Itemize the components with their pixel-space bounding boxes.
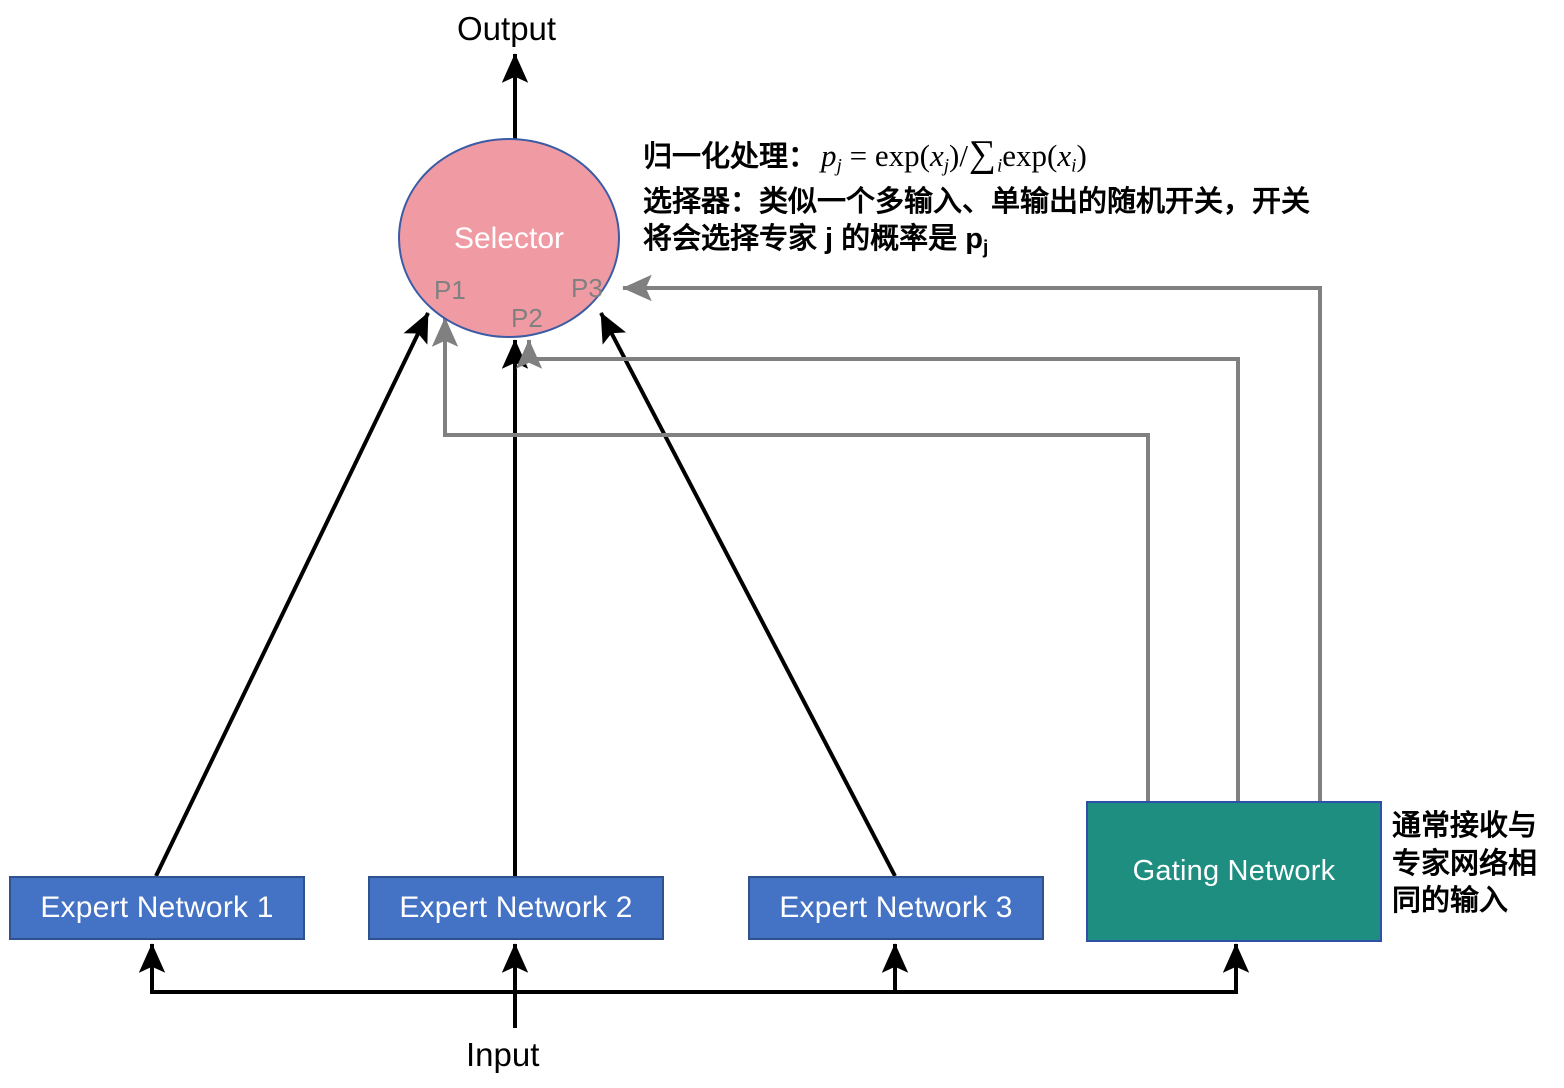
formula-exp-1: exp( <box>874 138 930 173</box>
formula-equals: = <box>849 138 868 173</box>
formula-close-1: )/ <box>949 138 968 173</box>
expert-network-1-node[interactable]: Expert Network 1 <box>9 876 305 940</box>
expert-network-2-node[interactable]: Expert Network 2 <box>368 876 664 940</box>
expert-network-2-label: Expert Network 2 <box>399 891 633 924</box>
wire-expert1-to-selector <box>154 312 430 877</box>
normalization-formula-math: pj = exp(xj)/∑iexp(xi) <box>821 132 1087 178</box>
selector-port-p3: P3 <box>571 273 603 303</box>
formula-p-sub: j <box>836 155 842 177</box>
formula-p: p <box>821 138 837 173</box>
formula-x-2: x <box>1057 138 1072 173</box>
expert-network-3-label: Expert Network 3 <box>779 891 1013 924</box>
expert-network-3-node[interactable]: Expert Network 3 <box>748 876 1044 940</box>
output-label: Output <box>457 10 557 47</box>
normalization-formula-prefix: 归一化处理： <box>643 141 818 173</box>
formula-sigma-sub: i <box>996 155 1003 177</box>
gating-network-label: Gating Network <box>1132 855 1336 887</box>
formula-x-2-sub: i <box>1071 155 1077 177</box>
expert-network-1-label: Expert Network 1 <box>40 891 274 924</box>
selector-description-subscript: j <box>982 237 989 259</box>
wire-gating-to-p1 <box>431 317 1150 801</box>
formula-close-2: ) <box>1076 138 1087 173</box>
gating-network-note: 通常接收与专家网络相同的输入 <box>1392 810 1538 918</box>
wire-gating-to-p2 <box>515 339 1240 801</box>
formula-x-1-sub: j <box>943 155 950 177</box>
wire-expert3-to-selector <box>599 312 897 877</box>
gating-network-node[interactable]: Gating Network <box>1086 801 1382 942</box>
selector-port-p1: P1 <box>434 275 466 305</box>
normalization-formula-line: 归一化处理： pj = exp(xj)/∑iexp(xi) <box>643 132 1343 178</box>
input-label: Input <box>466 1036 540 1073</box>
selector-port-p2: P2 <box>511 303 543 333</box>
selector-description-text: 选择器：类似一个多输入、单输出的随机开关，开关将会选择专家 j 的概率是 p <box>643 186 1311 256</box>
selector-description: 选择器：类似一个多输入、单输出的随机开关，开关将会选择专家 j 的概率是 pj <box>643 184 1333 261</box>
formula-exp-2: exp( <box>1002 138 1058 173</box>
selector-annotation: 归一化处理： pj = exp(xj)/∑iexp(xi) 选择器：类似一个多输… <box>643 132 1343 261</box>
formula-x-1: x <box>929 138 944 173</box>
formula-sigma-icon: ∑ <box>968 133 996 175</box>
wire-gating-to-p3 <box>622 274 1322 801</box>
selector-node[interactable] <box>398 138 620 338</box>
selector-label: Selector <box>453 222 565 255</box>
